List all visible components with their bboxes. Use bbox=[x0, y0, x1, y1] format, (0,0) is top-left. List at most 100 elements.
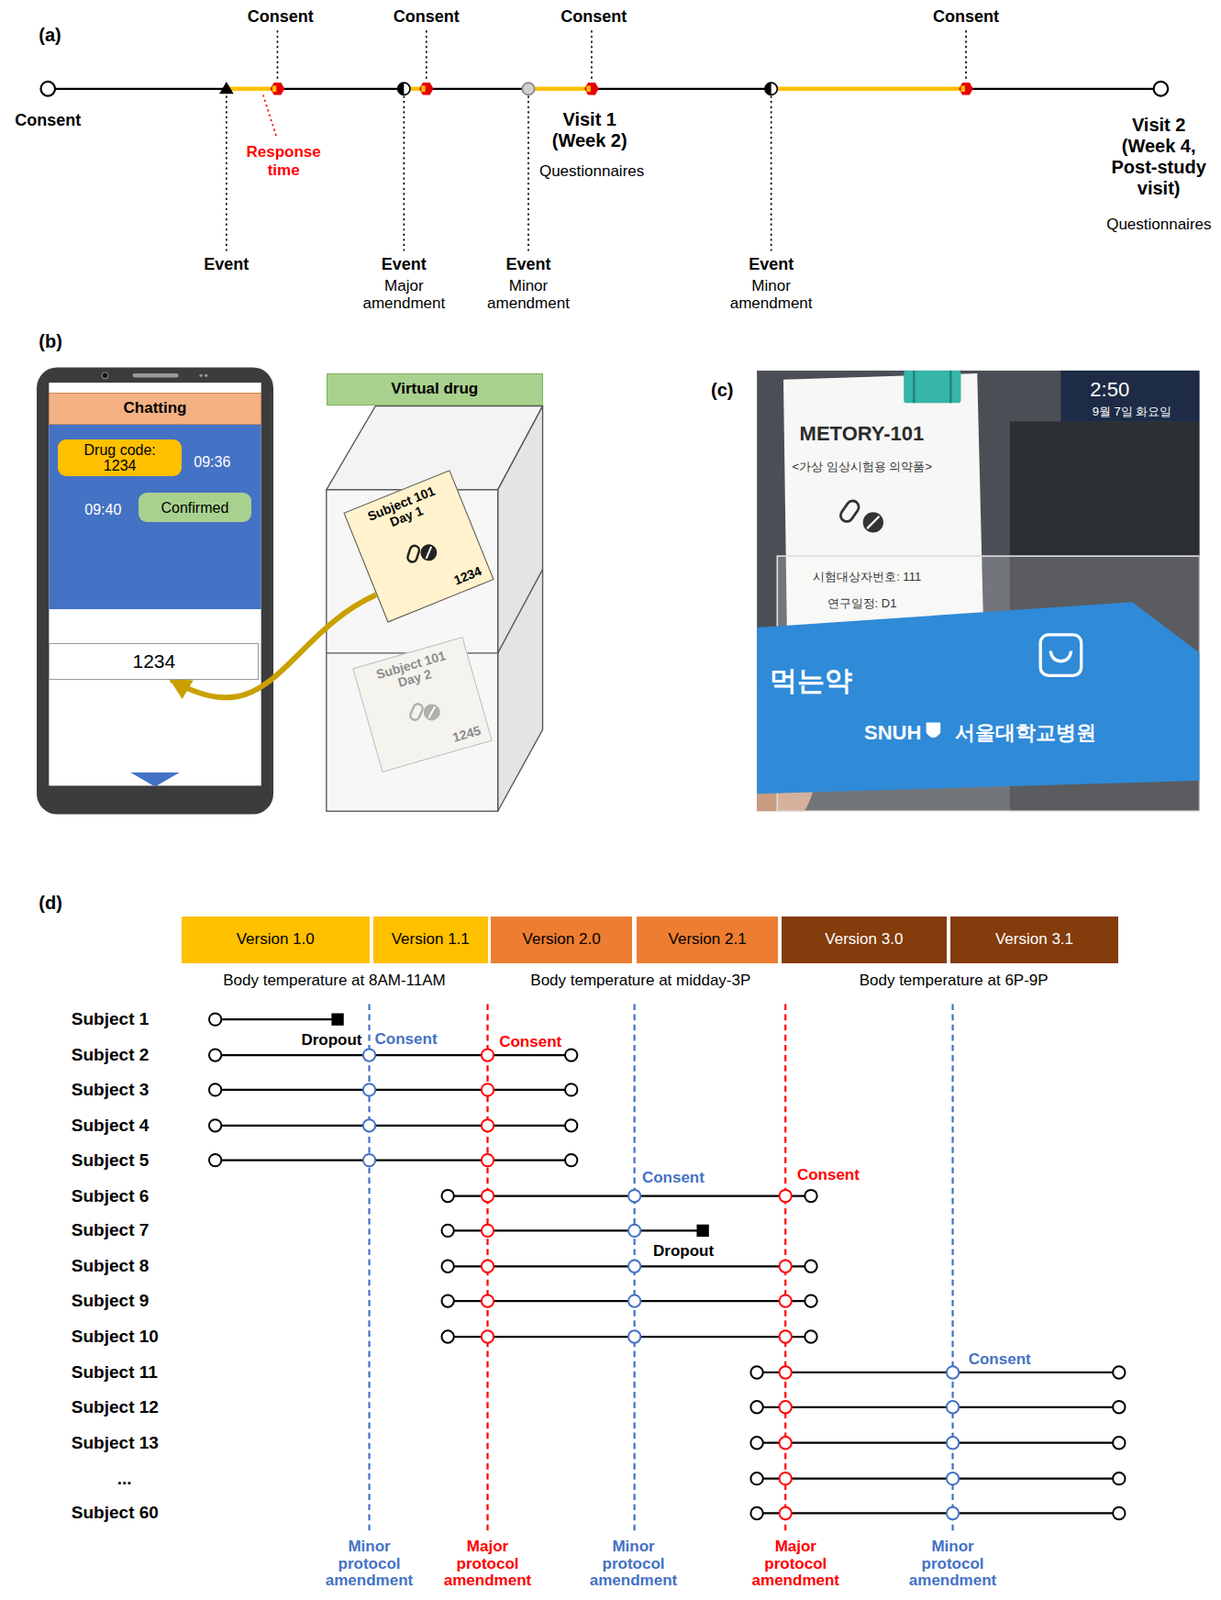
response-segment bbox=[528, 87, 587, 91]
pill-tablet bbox=[418, 541, 440, 563]
enrol-marker bbox=[750, 1507, 763, 1520]
phone-speaker bbox=[133, 373, 179, 378]
consent-marker bbox=[363, 1154, 376, 1166]
end-marker bbox=[1112, 1507, 1125, 1520]
consent-marker bbox=[481, 1119, 494, 1132]
timeline-label: Event bbox=[381, 255, 427, 275]
photo-text: 서울대학교병원 bbox=[954, 721, 1097, 744]
dotted-leader bbox=[225, 96, 228, 252]
enrol-marker bbox=[750, 1472, 763, 1485]
card-text: 1234 bbox=[451, 563, 484, 588]
photo-text: 9월 7일 화요일 bbox=[1092, 405, 1173, 420]
subject-label: Subject 11 bbox=[71, 1362, 158, 1383]
chat-area bbox=[48, 424, 261, 610]
version-text: Version 3.1 bbox=[995, 931, 1074, 949]
enrol-marker bbox=[750, 1365, 763, 1378]
enrol-marker bbox=[209, 1119, 222, 1132]
dropout-label: Dropout bbox=[653, 1242, 714, 1261]
pill-icon bbox=[402, 691, 446, 731]
event-marker bbox=[765, 82, 772, 95]
consent-marker bbox=[628, 1330, 641, 1343]
subject-label: Subject 60 bbox=[71, 1502, 159, 1523]
photo-tape bbox=[756, 601, 1200, 794]
consent-marker bbox=[628, 1260, 641, 1273]
subject-timeline bbox=[215, 1159, 572, 1162]
subject-timeline bbox=[756, 1406, 1120, 1409]
message-text: Drug code: 1234 bbox=[70, 442, 169, 475]
consent-marker bbox=[419, 82, 434, 95]
phase-label: Body temperature at 8AM-11AM bbox=[222, 971, 446, 990]
end-marker bbox=[565, 1154, 578, 1166]
consent-label: Consent bbox=[797, 1165, 860, 1185]
phase-label: Body temperature at 6P-9P bbox=[859, 971, 1049, 990]
box-side bbox=[498, 406, 544, 812]
dropout-marker bbox=[331, 1012, 344, 1025]
visit-label: Visit 1 (Week 2) bbox=[541, 109, 638, 152]
consent-marker bbox=[628, 1294, 641, 1307]
pill-icon bbox=[866, 516, 879, 529]
consent-label: Consent bbox=[499, 1032, 562, 1052]
subject-label: Subject 3 bbox=[71, 1079, 149, 1100]
consent-marker bbox=[628, 1224, 641, 1237]
photo-text: 연구일정: D1 bbox=[827, 597, 898, 611]
panel-letter: (c) bbox=[710, 379, 733, 401]
pill-capsule bbox=[406, 543, 421, 563]
end-marker bbox=[565, 1119, 578, 1132]
consent-marker bbox=[946, 1400, 959, 1413]
tape-icon bbox=[1050, 651, 1071, 662]
dotted-leader bbox=[277, 30, 279, 82]
end-marker bbox=[565, 1048, 578, 1061]
consent-marker bbox=[958, 82, 974, 95]
consent-marker bbox=[481, 1330, 494, 1343]
photo-text: 2:50 bbox=[1089, 377, 1130, 401]
message-text: Confirmed bbox=[160, 499, 229, 517]
amendment-label: Minor protocol amendment bbox=[316, 1538, 422, 1590]
panel-letter: (d) bbox=[38, 892, 63, 914]
subject-label: Subject 6 bbox=[71, 1186, 149, 1207]
consent-marker bbox=[779, 1260, 792, 1273]
version-band: Version 3.0 bbox=[781, 916, 947, 964]
enrol-marker bbox=[441, 1294, 454, 1307]
amendment-line bbox=[951, 1003, 954, 1531]
consent-marker bbox=[481, 1224, 494, 1237]
photo-text: 시험대상자번호: 111 bbox=[812, 570, 922, 585]
consent-marker bbox=[481, 1083, 494, 1096]
subject-label: Subject 10 bbox=[71, 1326, 159, 1347]
consent-marker bbox=[272, 85, 277, 92]
dotted-leader bbox=[770, 96, 773, 252]
end-marker bbox=[1154, 81, 1169, 97]
chat-bubble: Confirmed bbox=[138, 492, 251, 522]
consent-marker bbox=[481, 1154, 494, 1166]
subject-label: Subject 7 bbox=[71, 1220, 149, 1241]
response-leader bbox=[263, 94, 277, 137]
consent-marker bbox=[421, 85, 425, 92]
panel-letter: (b) bbox=[38, 331, 63, 353]
card-text: 1245 bbox=[451, 722, 483, 744]
response-segment bbox=[771, 87, 962, 91]
box-divider bbox=[498, 569, 544, 654]
timeline-note: Questionnaires bbox=[1106, 215, 1211, 234]
hospital-shield bbox=[926, 721, 942, 738]
response-segment bbox=[226, 87, 274, 91]
subject-timeline bbox=[756, 1371, 1120, 1374]
event-marker bbox=[765, 82, 777, 95]
consent-marker bbox=[779, 1294, 792, 1307]
version-band: Version 3.1 bbox=[950, 916, 1118, 964]
event-marker bbox=[521, 82, 534, 95]
pill-icon bbox=[398, 532, 444, 574]
pill-tablet bbox=[421, 700, 443, 722]
phone-sensor bbox=[204, 374, 208, 378]
consent-marker bbox=[779, 1472, 792, 1485]
consent-label: Consent bbox=[642, 1168, 705, 1188]
start-marker bbox=[40, 81, 56, 97]
end-marker bbox=[1112, 1472, 1125, 1485]
timeline-label: Consent bbox=[14, 111, 81, 131]
consent-marker bbox=[628, 1189, 641, 1202]
event-triangle bbox=[219, 81, 234, 94]
amendment-label: Major protocol amendment bbox=[434, 1538, 541, 1590]
amendment-label: Minor protocol amendment bbox=[899, 1538, 1006, 1590]
end-marker bbox=[804, 1294, 817, 1307]
consent-marker bbox=[586, 85, 590, 92]
